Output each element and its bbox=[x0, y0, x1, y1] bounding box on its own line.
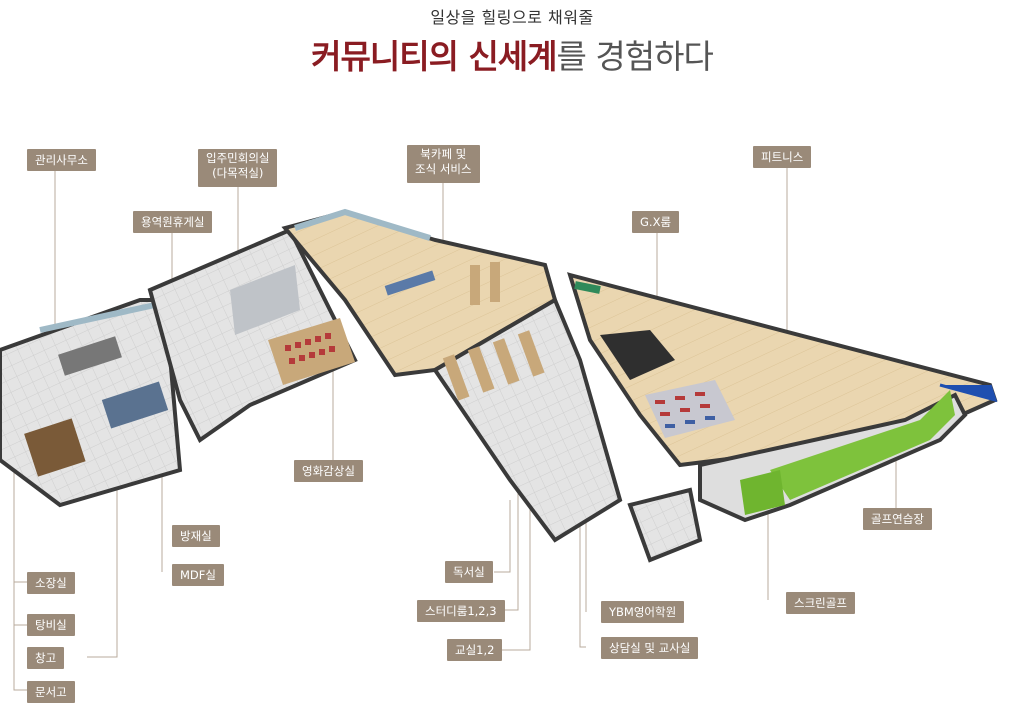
label-golf-practice: 골프연습장 bbox=[863, 508, 932, 530]
label-staff-lounge: 용역원휴게실 bbox=[133, 211, 213, 233]
middle-west-section bbox=[147, 227, 358, 443]
label-document-storage: 문서고 bbox=[27, 681, 75, 703]
label-ybm-academy: YBM영어학원 bbox=[601, 601, 685, 623]
label-disaster-room: 방재실 bbox=[172, 525, 220, 547]
fitness-wing bbox=[567, 272, 998, 468]
label-mdf-room: MDF실 bbox=[172, 564, 224, 586]
label-gx-room: G.X룸 bbox=[632, 211, 680, 233]
label-water-heater-room: 탕비실 bbox=[27, 614, 75, 636]
label-residents-meeting-line1: 입주민회의실 bbox=[206, 151, 270, 165]
left-wing bbox=[0, 298, 183, 508]
label-storage-room: 소장실 bbox=[27, 572, 75, 594]
study-section bbox=[432, 297, 703, 563]
label-movie-room: 영화감상실 bbox=[294, 460, 363, 482]
page-title: 커뮤니티의 신세계를 경험하다 bbox=[0, 30, 1024, 78]
label-warehouse: 창고 bbox=[27, 647, 65, 669]
label-book-cafe-line2: 조식 서비스 bbox=[415, 162, 472, 176]
golf-section bbox=[698, 390, 968, 523]
page-subtitle: 일상을 힐링으로 채워줄 bbox=[430, 8, 594, 27]
label-fitness: 피트니스 bbox=[753, 146, 812, 168]
label-management-office: 관리사무소 bbox=[27, 149, 96, 171]
book-cafe-section bbox=[281, 208, 558, 378]
label-reading-room: 독서실 bbox=[445, 561, 493, 583]
title-highlight: 커뮤니티의 신세계 bbox=[311, 37, 557, 76]
label-book-cafe-line1: 북카페 및 bbox=[420, 147, 467, 161]
label-screen-golf: 스크린골프 bbox=[786, 592, 855, 614]
title-rest: 를 경험하다 bbox=[556, 37, 714, 76]
label-study-rooms: 스터디룸1,2,3 bbox=[417, 600, 505, 622]
label-classrooms: 교실1,2 bbox=[447, 639, 503, 661]
label-counseling-teachers-room: 상담실 및 교사실 bbox=[601, 637, 699, 659]
label-residents-meeting-room: 입주민회의실(다목적실) bbox=[198, 149, 278, 187]
label-residents-meeting-line2: (다목적실) bbox=[212, 166, 264, 180]
